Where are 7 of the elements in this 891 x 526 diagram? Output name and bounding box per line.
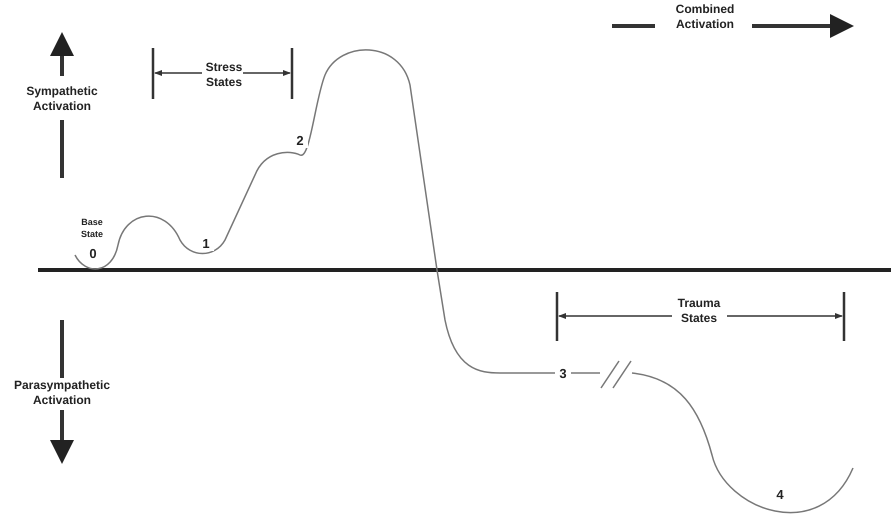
axis-label: Parasympathetic Activation [12, 378, 112, 408]
axis-label: Combined Activation [674, 2, 736, 32]
axis-label: Sympathetic Activation [25, 84, 99, 114]
state-number: 3 [555, 366, 571, 381]
bracket-label: Trauma States [676, 296, 722, 326]
bracket-label: Stress States [204, 60, 244, 90]
state-label: Base State [80, 216, 104, 240]
